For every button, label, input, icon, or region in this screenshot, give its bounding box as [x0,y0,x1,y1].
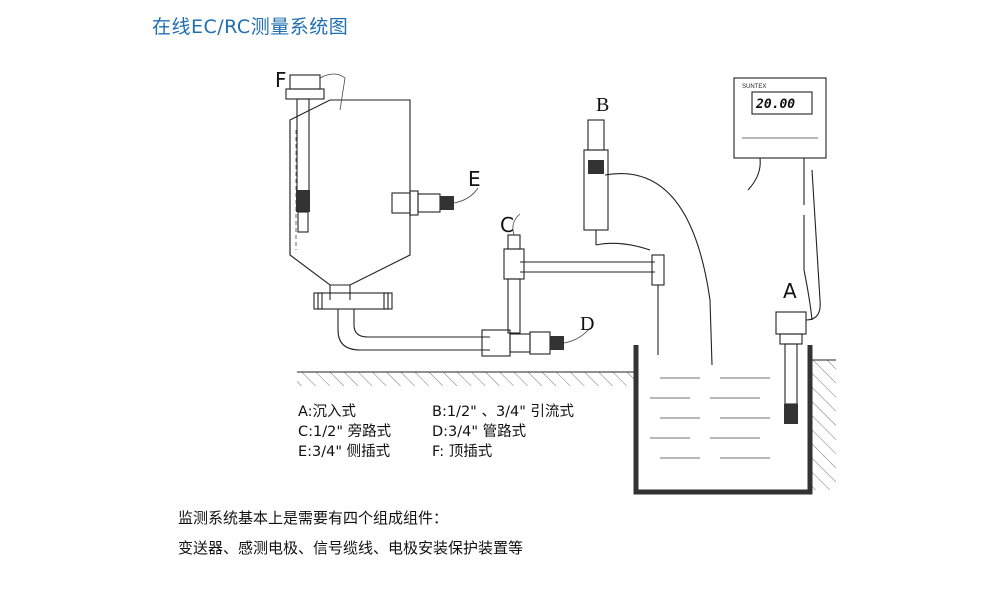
open-tank [633,345,813,495]
ground [297,359,836,490]
description-line-1: 监测系统基本上是需要有四个组成组件： [178,509,449,527]
transmitter-brand: SUNTEX [742,84,766,90]
page-title: 在线EC/RC测量系统图 [152,16,349,38]
probe-b [583,119,713,366]
label-c: C [500,213,514,237]
label-d: D [580,313,594,335]
description-line-2: 变送器、感测电极、信号缆线、电极安装保护装置等 [178,539,524,557]
process-vessel [289,99,490,351]
legend-d: D:3/4" 管路式 [432,424,527,440]
label-e: E [468,167,481,191]
probe-d [481,327,591,357]
description: 监测系统基本上是需要有四个组成组件： 变送器、感测电极、信号缆线、电极安装保护装… [178,506,523,560]
probe-f [285,73,346,233]
label-f: F [275,68,287,92]
legend-a: A:沉入式 [298,404,357,420]
legend-f: F: 顶插式 [432,444,493,460]
transmitter: SUNTEX 20.00 [733,77,827,270]
probe-c [503,213,665,355]
legend-b: B:1/2" 、3/4" 引流式 [432,404,575,420]
transmitter-display-value: 20.00 [755,97,795,112]
label-a: A [783,279,797,303]
probe-e [391,187,479,216]
probe-a [775,169,821,424]
legend-col-1: A:沉入式 C:1/2" 旁路式 E:3/4" 侧插式 [298,402,391,462]
legend-c: C:1/2" 旁路式 [298,424,392,440]
legend-e: E:3/4" 侧插式 [298,444,391,460]
legend-col-2: B:1/2" 、3/4" 引流式 D:3/4" 管路式 F: 顶插式 [432,402,574,462]
label-b: B [596,94,609,116]
